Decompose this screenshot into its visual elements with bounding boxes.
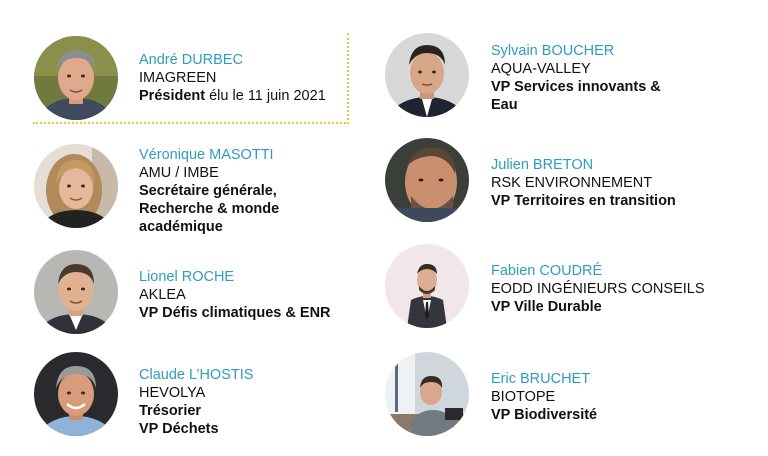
member-organization: IMAGREEN (139, 70, 217, 86)
member-role-line: VP Territoires en transition (491, 193, 676, 209)
member-role-line: Recherche & monde (139, 201, 280, 217)
member-photo (385, 138, 469, 222)
member-role-line: VP Défis climatiques & ENR (139, 305, 331, 321)
member-organization: AMU / IMBE (139, 165, 219, 181)
member-role-line: Trésorier (139, 403, 202, 419)
member-photo (34, 36, 118, 120)
member-photo (385, 244, 469, 328)
member-role: Président élu le 11 juin 2021 (139, 87, 326, 105)
member-organization: HEVOLYA (139, 385, 206, 401)
member-role-title: Président (139, 88, 206, 104)
member-role-line: VP Biodiversité (491, 407, 598, 423)
member-photo (34, 250, 118, 334)
member-name: Sylvain BOUCHER (491, 43, 615, 59)
member-role-line: Secrétaire générale, (139, 183, 277, 199)
member-organization: RSK ENVIRONNEMENT (491, 175, 653, 191)
member-name: Fabien COUDRÉ (491, 263, 603, 279)
member-photo (34, 144, 118, 228)
member-role-line: VP Déchets (139, 421, 219, 437)
member-photo (385, 33, 469, 117)
member-organization: AQUA-VALLEY (491, 61, 591, 77)
member-role-line: académique (139, 219, 223, 235)
member-organization: BIOTOPE (491, 389, 556, 405)
member-name: André DURBEC (139, 52, 243, 68)
member-name: Claude L’HOSTIS (139, 367, 254, 383)
member-name: Véronique MASOTTI (139, 147, 274, 163)
member-name: Lionel ROCHE (139, 269, 235, 285)
member-name: Julien BRETON (491, 157, 594, 173)
member-organization: AKLEA (139, 287, 186, 303)
president-highlight-frame (33, 33, 349, 124)
member-photo (385, 352, 469, 436)
member-role-line: Eau (491, 97, 518, 113)
member-role-line: VP Services innovants & (491, 79, 661, 95)
member-name: Eric BRUCHET (491, 371, 591, 387)
member-role-detail: élu le 11 juin 2021 (205, 88, 326, 104)
member-organization: EODD INGÉNIEURS CONSEILS (491, 281, 705, 297)
member-role-line: VP Ville Durable (491, 299, 602, 315)
member-photo (34, 352, 118, 436)
